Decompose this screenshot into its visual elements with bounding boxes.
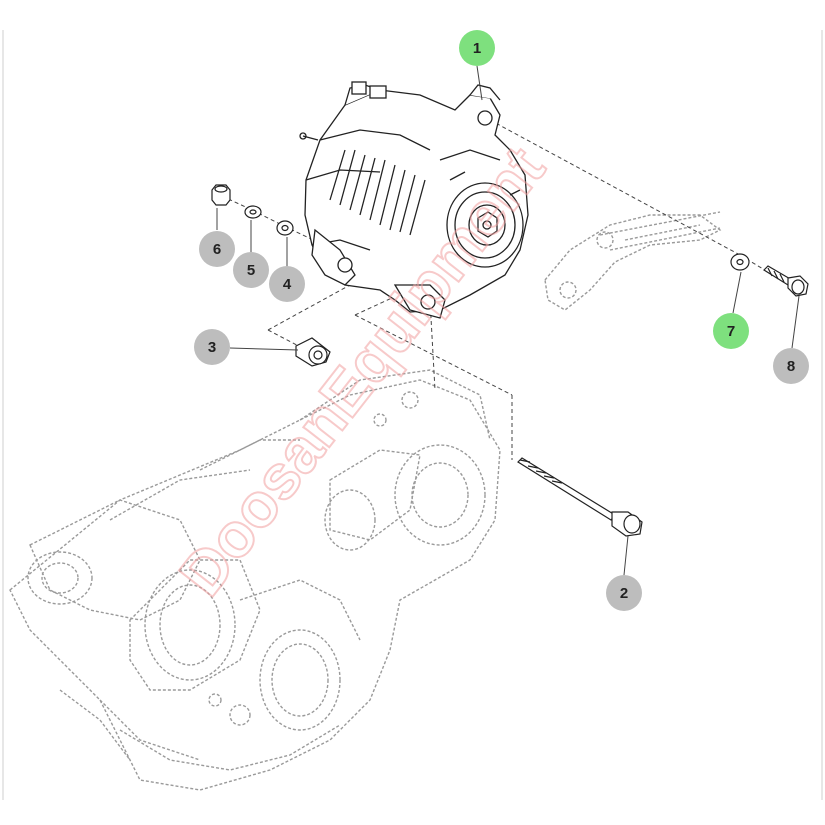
callout-badge (713, 313, 749, 349)
callout-1[interactable]: 1 (459, 30, 495, 66)
short-bolt-part (763, 265, 809, 297)
callout-4[interactable]: 4 (269, 266, 305, 302)
callout-badge (233, 252, 269, 288)
gear-case-phantom (9, 369, 501, 791)
callout-2[interactable]: 2 (606, 575, 642, 611)
callout-badge (199, 231, 235, 267)
callout-badge (459, 30, 495, 66)
flat-washer-part (276, 220, 294, 236)
washer-right-part (730, 253, 750, 271)
callout-leaders (216, 65, 800, 576)
callout-number: 3 (208, 339, 216, 356)
callout-number: 2 (620, 585, 628, 602)
callout-badge (194, 329, 230, 365)
nut-part (211, 184, 231, 206)
callout-6[interactable]: 6 (199, 231, 235, 267)
callout-number: 4 (283, 276, 292, 293)
collar-part (295, 337, 331, 367)
callout-number: 5 (247, 262, 255, 279)
bracket-phantom (544, 211, 722, 311)
long-bolt-part (517, 457, 643, 537)
callout-number: 6 (213, 241, 221, 258)
callout-7[interactable]: 7 (713, 313, 749, 349)
alternator (299, 81, 529, 319)
callout-8[interactable]: 8 (773, 348, 809, 384)
callout-3[interactable]: 3 (194, 329, 230, 365)
callout-5[interactable]: 5 (233, 252, 269, 288)
callout-number: 1 (473, 40, 481, 57)
callout-badge (606, 575, 642, 611)
callout-badge (269, 266, 305, 302)
callout-number: 8 (787, 358, 795, 375)
frame (2, 30, 823, 800)
callout-number: 7 (727, 323, 735, 340)
callout-badge (773, 348, 809, 384)
spring-washer-part (244, 205, 262, 219)
